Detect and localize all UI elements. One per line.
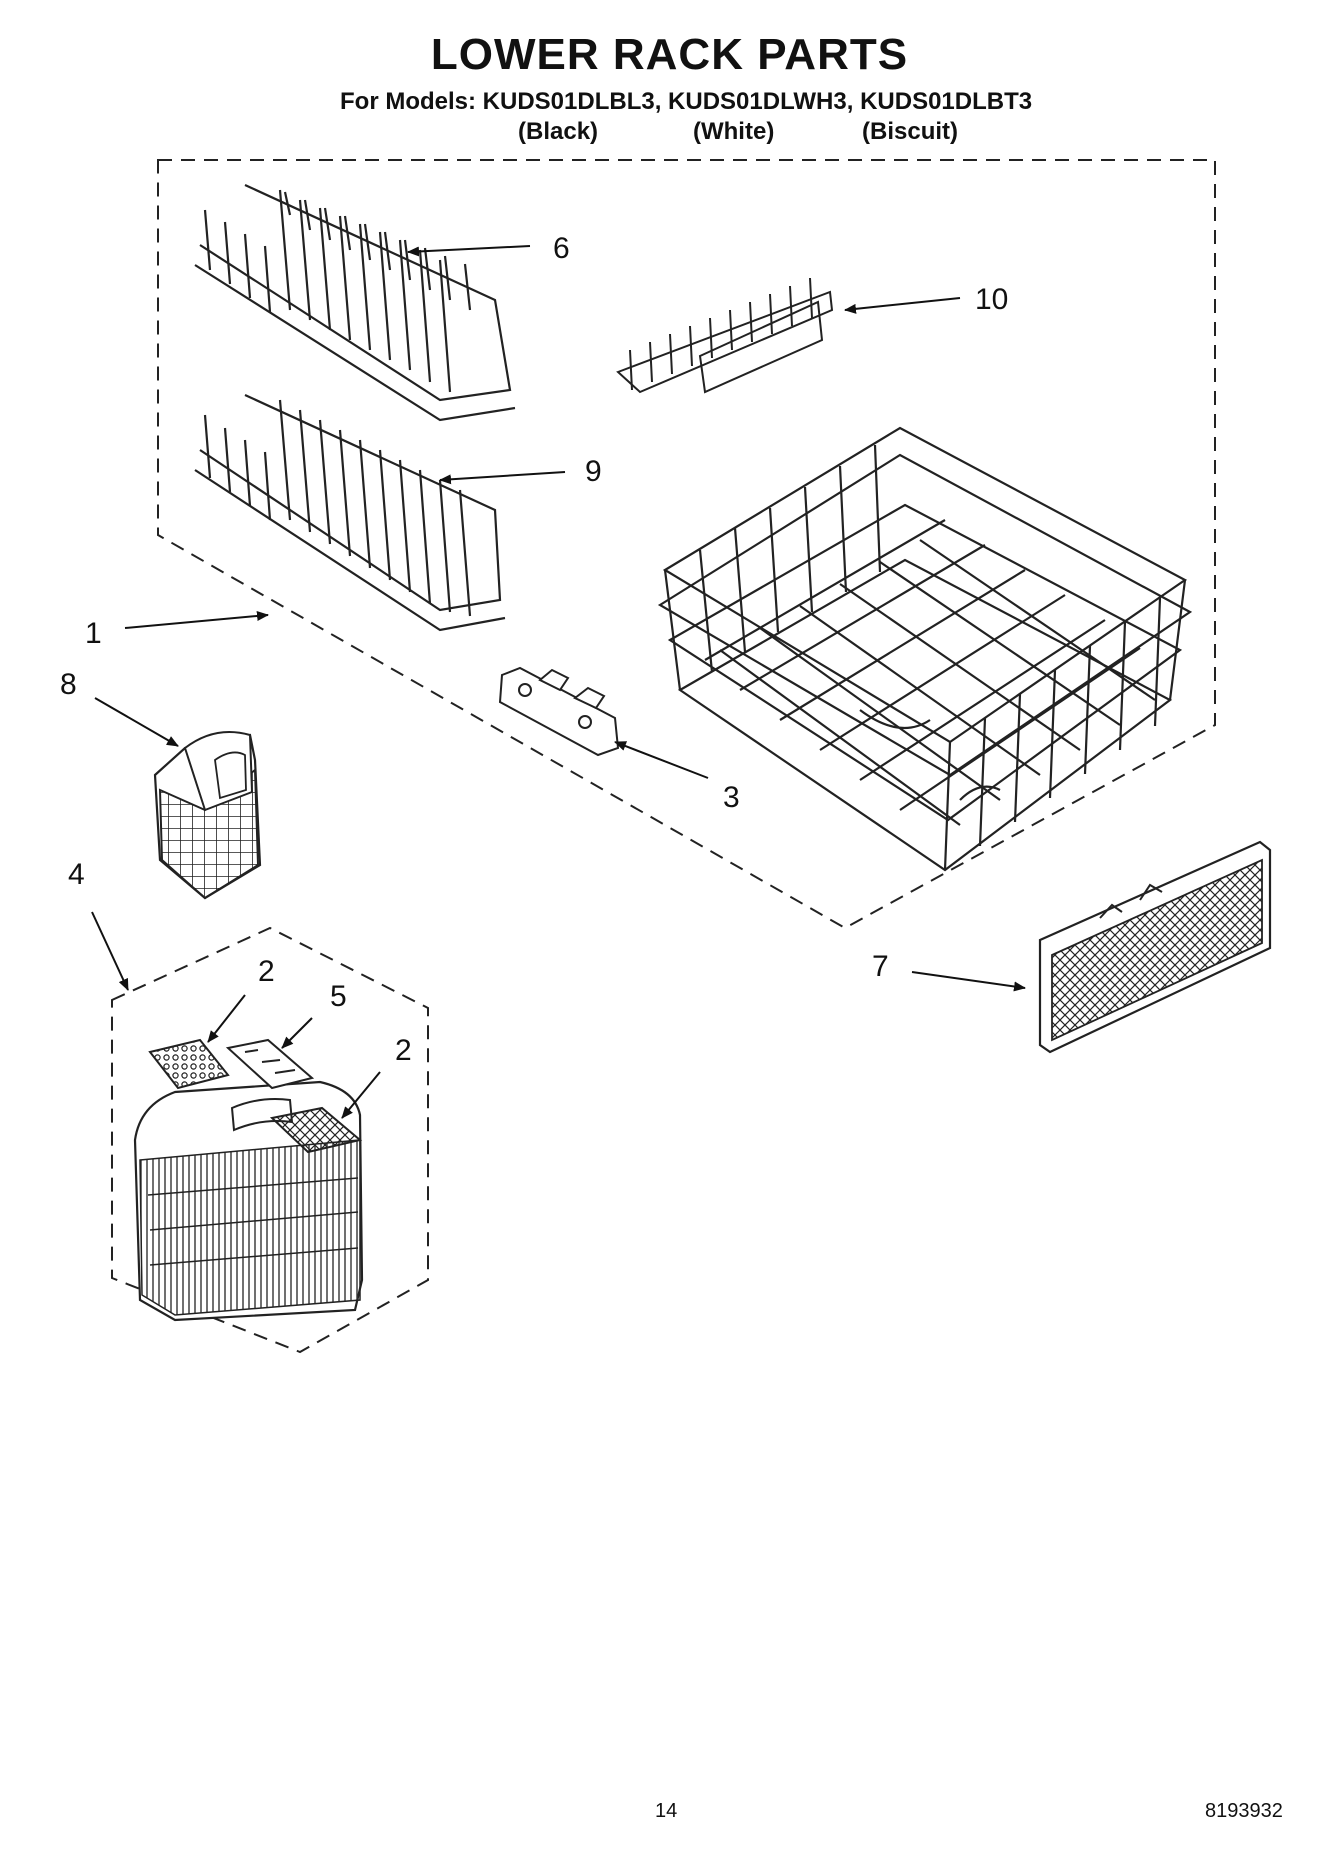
variant-black: (Black)	[518, 118, 599, 145]
variant-biscuit: (Biscuit)	[862, 118, 958, 145]
lower-wire-rack	[657, 426, 1193, 872]
leader-7	[911, 971, 1026, 992]
leader-3	[614, 741, 709, 779]
tine-row-part-6	[194, 184, 516, 422]
callout-7: 7	[872, 950, 889, 983]
models-line: For Models: KUDS01DLBL3, KUDS01DLWH3, KU…	[340, 88, 1033, 115]
callout-4: 4	[68, 858, 85, 891]
document-number: 8193932	[1205, 1800, 1283, 1822]
leader-9	[439, 471, 566, 485]
callout-10: 10	[975, 283, 1009, 316]
mesh-panel-part-7	[1038, 840, 1272, 1054]
page-title: LOWER RACK PARTS	[430, 30, 909, 79]
basket-cover-part-5	[225, 1038, 315, 1090]
leader-8	[94, 697, 179, 747]
leader-4	[91, 911, 129, 991]
callout-2b: 2	[395, 1034, 412, 1067]
clip-part-3	[498, 666, 620, 757]
leader-6	[407, 245, 531, 257]
leader-2a	[207, 994, 246, 1043]
callout-5: 5	[330, 980, 347, 1013]
rack-assembly-outline	[157, 159, 1216, 930]
callout-6: 6	[553, 232, 570, 265]
tine-row-part-9	[194, 394, 506, 632]
callout-8: 8	[60, 668, 77, 701]
callout-3: 3	[723, 781, 740, 814]
basket-assembly-outline	[111, 926, 429, 1354]
tine-row-part-10	[616, 277, 834, 394]
leader-5	[281, 1017, 313, 1049]
callout-leaders	[91, 245, 1026, 1119]
page-number: 14	[655, 1800, 678, 1822]
silverware-basket	[133, 1080, 364, 1322]
leader-1	[124, 611, 269, 629]
small-basket-part-8	[153, 731, 262, 900]
leader-2b	[341, 1071, 381, 1119]
variant-white: (White)	[693, 118, 775, 145]
basket-cover-part-2b	[269, 1106, 363, 1154]
callout-2a: 2	[258, 955, 275, 988]
callout-1: 1	[85, 617, 102, 650]
callout-9: 9	[585, 455, 602, 488]
leader-10	[844, 297, 961, 314]
basket-cover-part-2a	[148, 1038, 230, 1090]
